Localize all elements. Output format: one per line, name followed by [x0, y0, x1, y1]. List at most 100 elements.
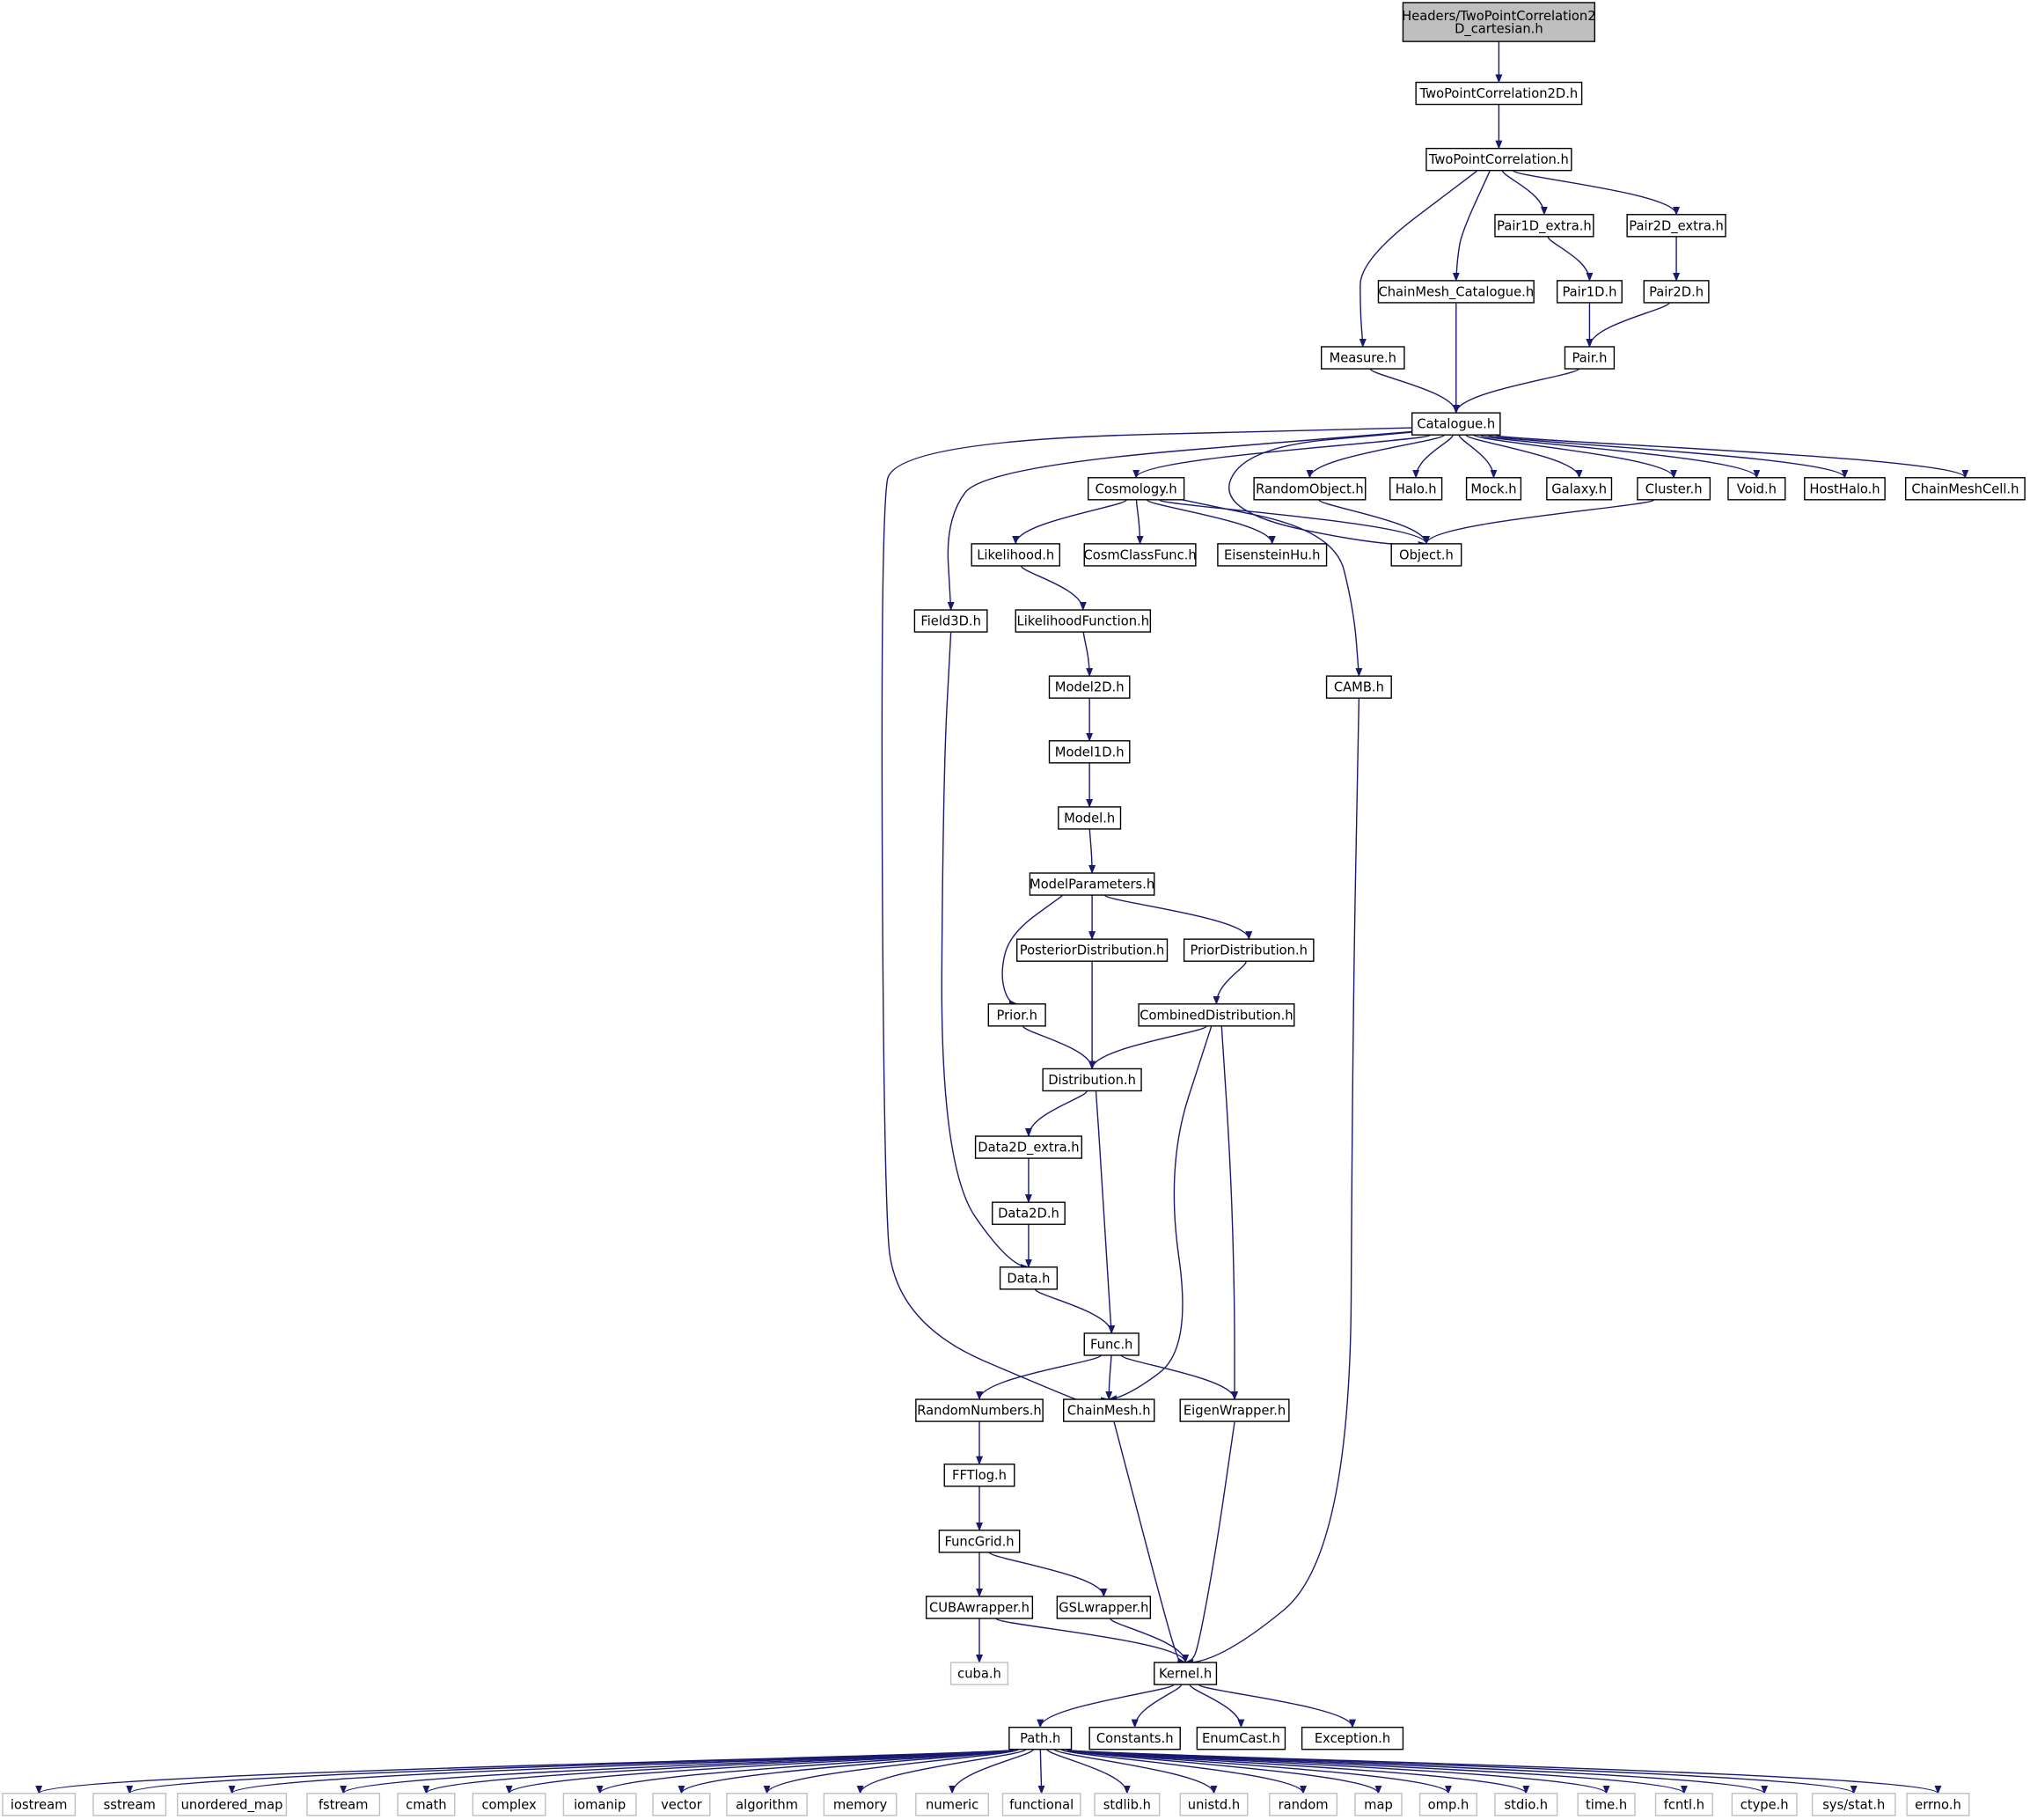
node-root[interactable]: Headers/TwoPointCorrelation2D_cartesian.…	[1402, 2, 1596, 42]
edge-catalogue-to-chainmesh	[881, 427, 1412, 1405]
node-box	[1465, 477, 1522, 501]
node-cosmclass[interactable]: CosmClassFunc.h	[1083, 543, 1197, 567]
node-label: Pair.h	[1572, 351, 1607, 366]
node-box	[1811, 1793, 1896, 1816]
node-cluster[interactable]: Cluster.h	[1637, 477, 1711, 501]
node-catalogue[interactable]: Catalogue.h	[1411, 412, 1501, 436]
edge-funcgrid-to-gsl	[988, 1552, 1108, 1597]
node-label: iostream	[11, 1797, 68, 1812]
node-pair2dx[interactable]: Pair2D_extra.h	[1626, 214, 1726, 238]
node-chainmesh[interactable]: ChainMesh.h	[1063, 1398, 1155, 1422]
node-box	[915, 1793, 990, 1816]
node-func[interactable]: Func.h	[1083, 1332, 1140, 1356]
node-field3d[interactable]: Field3D.h	[913, 609, 988, 633]
node-measure[interactable]: Measure.h	[1320, 346, 1405, 370]
node-likelihood[interactable]: Likelihood.h	[971, 543, 1060, 567]
node-label: GSLwrapper.h	[1059, 1600, 1148, 1615]
node-eisenstein[interactable]: EisensteinHu.h	[1217, 543, 1328, 567]
node-enumcast[interactable]: EnumCast.h	[1196, 1726, 1286, 1750]
edge-path-to-functional	[1037, 1749, 1045, 1794]
node-box	[1029, 872, 1155, 896]
node-box	[913, 609, 988, 633]
node-box	[1626, 214, 1726, 238]
edge-modelparams-to-priordist	[1103, 894, 1253, 941]
node-modelparams[interactable]: ModelParameters.h	[1029, 872, 1155, 896]
node-box	[1494, 1793, 1558, 1816]
node-posterior[interactable]: PosteriorDistribution.h	[1016, 938, 1169, 962]
node-sysstat: sys/stat.h	[1811, 1793, 1896, 1816]
node-label: Constants.h	[1096, 1731, 1174, 1746]
node-pair1d[interactable]: Pair1D.h	[1556, 280, 1623, 304]
node-unistd: unistd.h	[1179, 1793, 1249, 1816]
node-cosmology[interactable]: Cosmology.h	[1087, 477, 1185, 501]
node-gsl[interactable]: GSLwrapper.h	[1056, 1596, 1152, 1619]
node-pair2d[interactable]: Pair2D.h	[1643, 280, 1710, 304]
node-data2d[interactable]: Data2D.h	[992, 1201, 1066, 1225]
node-eigen[interactable]: EigenWrapper.h	[1179, 1398, 1290, 1422]
edge-prior-to-distribution	[1022, 1025, 1096, 1070]
node-mock[interactable]: Mock.h	[1465, 477, 1522, 501]
edge-path-to-time	[1065, 1749, 1610, 1794]
node-model[interactable]: Model.h	[1058, 806, 1122, 830]
node-prior[interactable]: Prior.h	[987, 1003, 1046, 1027]
node-model1d[interactable]: Model1D.h	[1048, 740, 1131, 764]
edge-combined-to-chainmesh	[1108, 1026, 1213, 1403]
node-label: stdio.h	[1505, 1797, 1549, 1812]
node-box	[1727, 477, 1786, 501]
node-box	[999, 1266, 1059, 1290]
node-pair[interactable]: Pair.h	[1564, 346, 1616, 370]
node-combined[interactable]: CombinedDistribution.h	[1138, 1003, 1295, 1027]
edge-modelparams-to-prior	[1001, 895, 1063, 1008]
edge-path-to-stdlib	[1046, 1749, 1131, 1794]
node-halo[interactable]: Halo.h	[1389, 477, 1443, 501]
node-void[interactable]: Void.h	[1727, 477, 1786, 501]
node-chainmeshcell[interactable]: ChainMeshCell.h	[1904, 477, 2026, 501]
node-cuba[interactable]: CUBAwrapper.h	[925, 1596, 1034, 1619]
node-distribution[interactable]: Distribution.h	[1042, 1068, 1142, 1092]
node-algorithm: algorithm	[726, 1793, 808, 1816]
node-path[interactable]: Path.h	[1008, 1726, 1073, 1750]
node-complex: complex	[472, 1793, 546, 1816]
node-hosthalo[interactable]: HostHalo.h	[1804, 477, 1886, 501]
node-box	[1411, 412, 1501, 436]
node-box	[726, 1793, 808, 1816]
node-label: Measure.h	[1330, 351, 1396, 366]
node-cmcat[interactable]: ChainMesh_Catalogue.h	[1377, 280, 1535, 304]
node-fstream: fstream	[306, 1793, 381, 1816]
node-box	[92, 1793, 167, 1816]
edge-catalogue-to-void	[1479, 434, 1761, 479]
node-label: unordered_map	[181, 1797, 283, 1812]
node-priordist[interactable]: PriorDistribution.h	[1183, 938, 1315, 962]
edge-pair1dx-to-pair1d	[1547, 236, 1594, 282]
node-camb[interactable]: CAMB.h	[1325, 675, 1392, 699]
edge-field3d-to-data	[941, 632, 1030, 1272]
node-label: CAMB.h	[1334, 680, 1384, 695]
node-data2dx[interactable]: Data2D_extra.h	[974, 1135, 1083, 1159]
node-object[interactable]: Object.h	[1390, 543, 1462, 567]
node-map: map	[1354, 1793, 1403, 1816]
node-box	[987, 1003, 1046, 1027]
node-kernel[interactable]: Kernel.h	[1154, 1662, 1218, 1685]
edge-catalogue-to-field3d	[947, 430, 1412, 612]
node-label: complex	[481, 1797, 537, 1812]
node-randnum[interactable]: RandomNumbers.h	[915, 1398, 1044, 1422]
node-galaxy[interactable]: Galaxy.h	[1546, 477, 1613, 501]
node-likefunc[interactable]: LikelihoodFunction.h	[1015, 609, 1152, 633]
node-box	[652, 1793, 711, 1816]
node-randomobj[interactable]: RandomObject.h	[1253, 477, 1367, 501]
node-tpc[interactable]: TwoPointCorrelation.h	[1425, 147, 1572, 172]
edge-path-to-numeric	[949, 1749, 1034, 1794]
node-funcgrid[interactable]: FuncGrid.h	[938, 1530, 1021, 1553]
node-box	[1058, 806, 1122, 830]
node-exception[interactable]: Exception.h	[1301, 1726, 1404, 1750]
node-pair1dx[interactable]: Pair1D_extra.h	[1494, 214, 1594, 238]
node-fftlog[interactable]: FFTlog.h	[943, 1463, 1015, 1487]
node-model2d[interactable]: Model2D.h	[1048, 675, 1131, 699]
node-constants[interactable]: Constants.h	[1088, 1726, 1181, 1750]
node-label: Void.h	[1737, 481, 1777, 496]
node-data[interactable]: Data.h	[999, 1266, 1059, 1290]
node-tpc2d[interactable]: TwoPointCorrelation2D.h	[1415, 81, 1583, 106]
edge-catalogue-to-cosmology	[1132, 434, 1432, 479]
edge-tpc-to-pair2dx	[1512, 170, 1681, 216]
node-box	[1269, 1793, 1338, 1816]
